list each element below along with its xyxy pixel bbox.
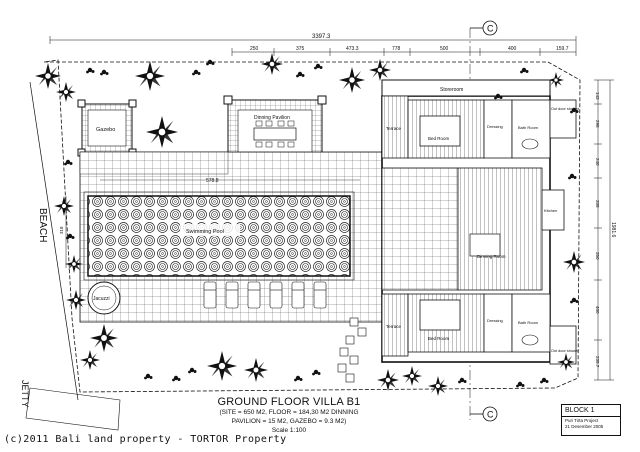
dressing-bottom-label: Dressing — [487, 318, 503, 323]
dim-left-seg: 318 — [59, 226, 64, 234]
dim-top-total: 3397.3 — [312, 34, 331, 40]
site-boundary — [43, 59, 581, 393]
project-name: Puri Tirta Project — [565, 418, 599, 423]
area-line-1: (SITE = 650 M2, FLOOR = 184,30 M2 DINNIN… — [219, 409, 359, 416]
kitchen-label: Kitchen — [544, 208, 557, 213]
dim-top-seg-1: 250 — [250, 46, 259, 52]
dressing-bottom — [483, 293, 513, 353]
section-marker-top: C — [470, 20, 498, 36]
top-dimension-chain — [49, 36, 577, 56]
beach-label: BEACH — [37, 208, 48, 242]
block-label: BLOCK 1 — [562, 405, 620, 417]
dressing-top — [483, 99, 513, 159]
dim-right-seg-6: 400 — [595, 306, 600, 314]
terrace-top-label: Terrace — [386, 126, 402, 131]
terrace-top — [381, 95, 409, 159]
jacuzzi-label: Jacuzzi — [93, 296, 110, 302]
kitchen — [541, 189, 565, 231]
outdoor-shower-bottom-label: Out door shower — [551, 349, 580, 353]
section-marker-bottom: C — [470, 406, 498, 422]
dressing-top-label: Dressing — [487, 124, 503, 129]
dim-right-seg-7: 238.7 — [595, 356, 600, 368]
dining-room — [457, 167, 543, 291]
dining-room-label: Dinning Room — [477, 254, 506, 259]
copyright-text: (c)2011 Bali land property - TORTOR Prop… — [4, 434, 287, 445]
jacuzzi — [87, 281, 121, 315]
dim-right-seg-1: 143 — [595, 92, 600, 100]
drawing-scale: Scale 1:100 — [271, 427, 307, 434]
dim-top-seg-7: 159.7 — [556, 46, 569, 52]
dim-top-seg-2: 375 — [296, 46, 305, 52]
drawing-title: GROUND FLOOR VILLA B1 — [217, 396, 361, 408]
central-courtyard — [381, 167, 459, 291]
storeroom-label: Storeroom — [440, 87, 463, 93]
stepping-stones — [337, 317, 367, 383]
dim-right-seg-5: 350 — [595, 252, 600, 260]
right-dimension-chain — [594, 79, 614, 381]
area-line-2: PAVILION = 15 M2, GAZEBO = 9.3 M2) — [231, 418, 347, 425]
swimming-pool-label: Swimming Pool — [186, 229, 224, 235]
villa-building: Storeroom Terrace Bed Room Dressing Bath… — [381, 79, 580, 365]
jetty — [25, 387, 121, 431]
gazebo-label: Gazebo — [96, 127, 115, 133]
bathroom-bottom-label: Bath Room — [518, 320, 539, 325]
dining-pavilion-label: Dinning Pavilion — [254, 115, 290, 121]
outdoor-shower-top-label: Out door shower — [551, 107, 580, 111]
dim-right-seg-2: 298 — [595, 120, 600, 128]
outdoor-shower-top — [549, 99, 577, 139]
dim-top-seg-6: 400 — [508, 46, 517, 52]
beach-edge — [29, 81, 79, 401]
bedroom-top-label: Bed Room — [428, 136, 450, 141]
deck-dimension: 578.8 — [206, 178, 219, 184]
terrace-bottom — [381, 293, 409, 357]
outdoor-shower-bottom — [549, 325, 577, 365]
section-marker-bottom-label: C — [487, 410, 494, 420]
jetty-label: JETTY — [20, 380, 30, 408]
dim-top-seg-3: 473.3 — [346, 46, 359, 52]
dim-top-seg-4: 778 — [392, 46, 401, 52]
storeroom — [381, 79, 551, 97]
bedroom-bottom-label: Bed Room — [428, 336, 450, 341]
bathroom-top-label: Bath Room — [518, 125, 539, 130]
block-info-box: BLOCK 1 Puri Tirta Project 21 Desember 2… — [561, 404, 621, 436]
dim-right-seg-4: 338 — [595, 200, 600, 208]
section-marker-top-label: C — [487, 24, 494, 34]
drawing-title-block: GROUND FLOOR VILLA B1 (SITE = 650 M2, FL… — [204, 396, 374, 435]
dim-right-seg-3: 240 — [595, 158, 600, 166]
terrace-bottom-label: Terrace — [386, 324, 402, 329]
dim-top-seg-5: 500 — [440, 46, 449, 52]
drawing-date: 21 Desember 2005 — [565, 424, 604, 429]
sun-loungers — [203, 281, 327, 309]
dim-right-total: 1981.6 — [610, 222, 616, 238]
